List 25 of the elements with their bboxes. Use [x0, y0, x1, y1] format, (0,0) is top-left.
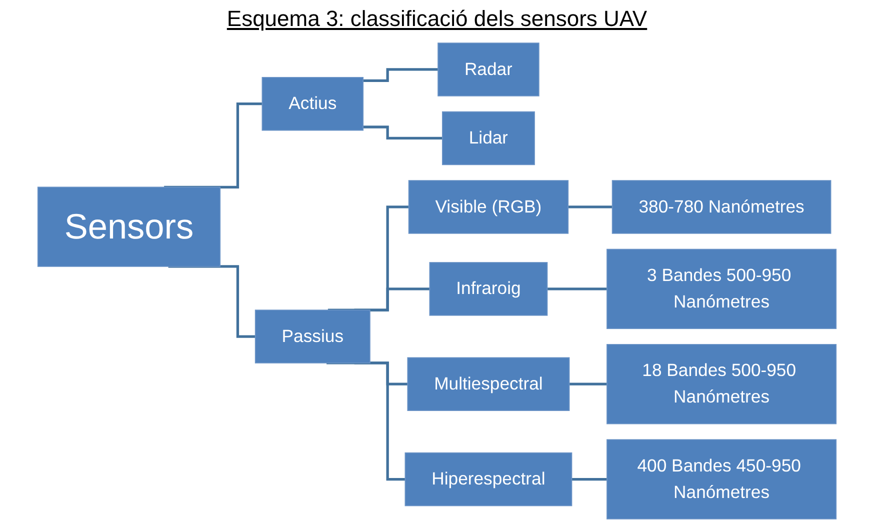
diagram-title: Esquema 3: classificació dels sensors UAV: [226, 6, 648, 32]
connector: [572, 478, 608, 481]
connector: [164, 102, 264, 188]
node-box: 3 Bandes 500-950 Nanómetres: [606, 248, 837, 330]
node-box: Passius: [254, 310, 370, 364]
connector: [363, 68, 440, 82]
node-box: Radar: [438, 42, 540, 96]
connector: [168, 265, 257, 338]
node-box: Hiperespectral: [404, 452, 572, 506]
connector: [547, 288, 608, 290]
connector: [568, 206, 614, 208]
node-box: 400 Bandes 450-950 Nanómetres: [606, 439, 837, 520]
connector: [569, 382, 608, 386]
connector: [363, 126, 444, 140]
connector: [328, 206, 410, 312]
node-box: 380-780 Nanómetres: [612, 180, 832, 234]
connector: [326, 362, 407, 481]
node-box: Multiespectral: [407, 357, 570, 411]
node-box: Actius: [262, 76, 364, 131]
node-box: Lidar: [442, 111, 535, 166]
node-box: Infraroig: [429, 262, 548, 316]
node-box: Sensors: [37, 186, 221, 267]
node-box: 18 Bandes 500-950 Nanómetres: [606, 344, 837, 424]
node-box: Visible (RGB): [408, 180, 569, 234]
connector: [354, 288, 432, 312]
